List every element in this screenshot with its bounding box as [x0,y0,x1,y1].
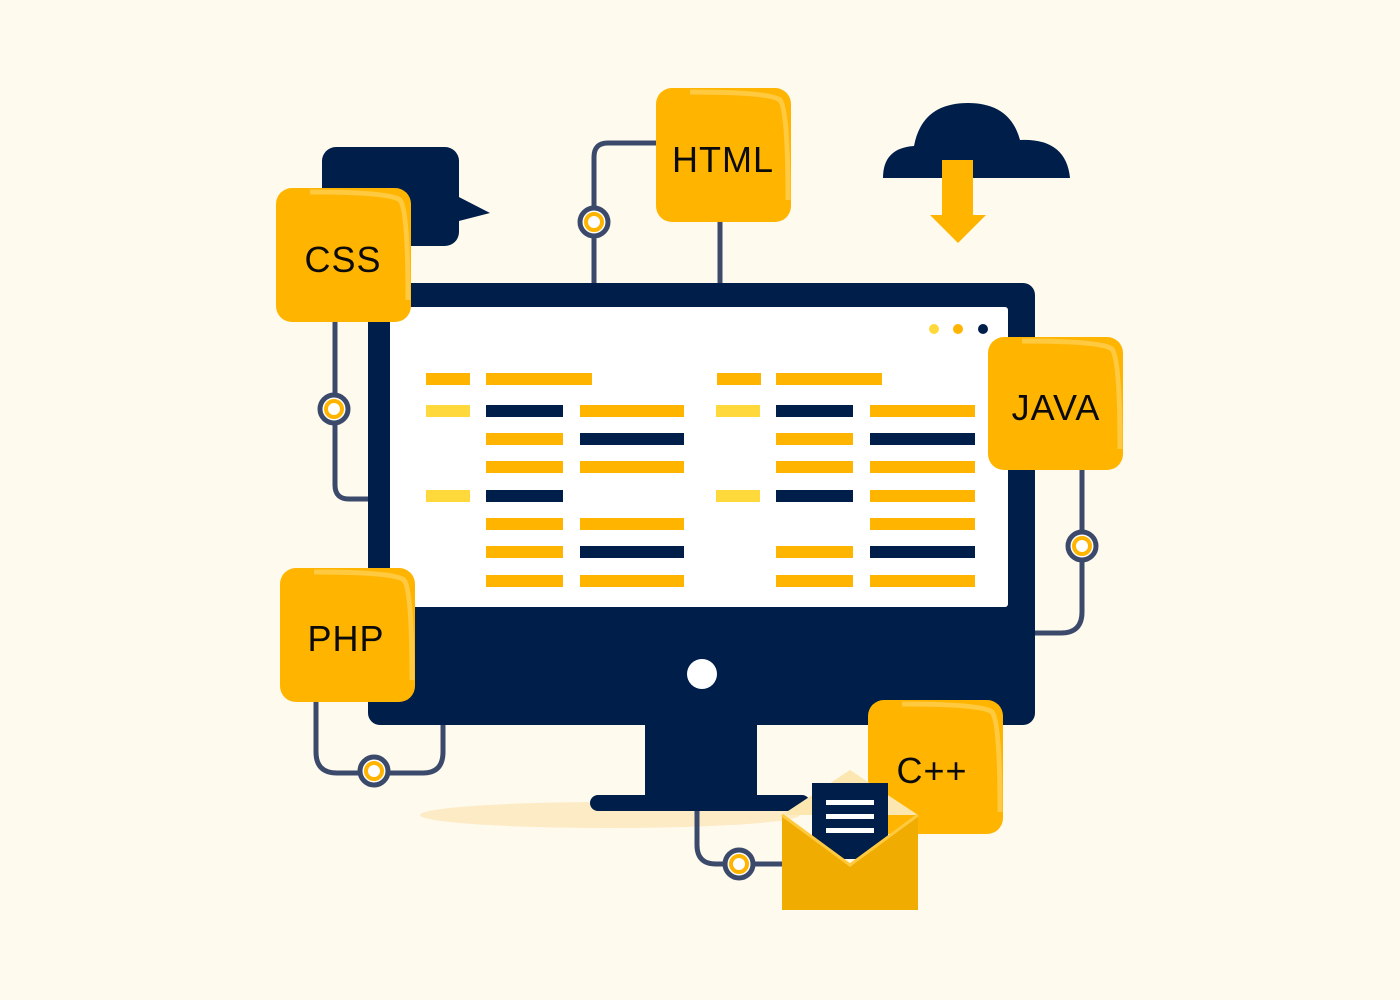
code-bar [580,546,684,558]
code-bar [776,461,853,473]
connector-css [332,319,371,502]
monitor-screen [390,307,1008,607]
code-bar [776,575,853,587]
window-dot [953,324,963,334]
connector-envelope [694,807,793,867]
monitor-base [590,795,810,811]
tile-cpp: C++ [868,700,1003,834]
code-bar [716,490,760,502]
tile-label-java: JAVA [1012,387,1101,428]
code-bar [716,405,760,417]
code-bars [426,373,975,587]
code-bar [486,518,563,530]
tile-php: PHP [280,568,415,702]
window-dot [978,324,988,334]
code-bar [486,575,563,587]
code-bar [426,490,470,502]
code-bar [870,490,975,502]
code-bar [870,575,975,587]
window-dot [929,324,939,334]
connector-ring-inner [1072,536,1092,556]
connector-ring-inner [584,212,604,232]
tile-label-html: HTML [672,139,774,180]
monitor-icon [368,283,1035,811]
code-bar [870,461,975,473]
tile-label-cpp: C++ [896,750,967,791]
code-bar [580,461,684,473]
code-bar [426,405,470,417]
tile-label-php: PHP [307,618,384,659]
code-bar [776,405,853,417]
envelope-icon [781,770,919,910]
code-bar [580,405,684,417]
code-bar [486,373,592,385]
code-bar [486,490,563,502]
connector-html-left [591,140,659,286]
code-bar [486,405,563,417]
code-bar [486,461,563,473]
code-bar [870,546,975,558]
code-bar [776,546,853,558]
connector-rings [317,205,1099,881]
code-bar [776,433,853,445]
tile-java: JAVA [988,337,1123,470]
code-bar [870,405,975,417]
code-bar [486,433,563,445]
code-bar [870,518,975,530]
code-bar [776,373,882,385]
monitor-neck [645,724,757,798]
code-bar [580,518,684,530]
tile-label-css: CSS [304,239,381,280]
code-bar [870,433,975,445]
connector-java [1032,467,1085,636]
monitor-camera-dot [687,659,717,689]
code-bar [426,373,470,385]
connector-ring-inner [324,399,344,419]
code-bar [580,433,684,445]
code-bar [776,490,853,502]
code-bar [717,373,761,385]
tile-html: HTML [656,88,791,222]
tile-css: CSS [276,188,411,322]
code-bar [486,546,563,558]
connector-ring-inner [364,761,384,781]
connector-ring-inner [729,854,749,874]
cloud-download-icon [883,103,1070,243]
code-bar [580,575,684,587]
